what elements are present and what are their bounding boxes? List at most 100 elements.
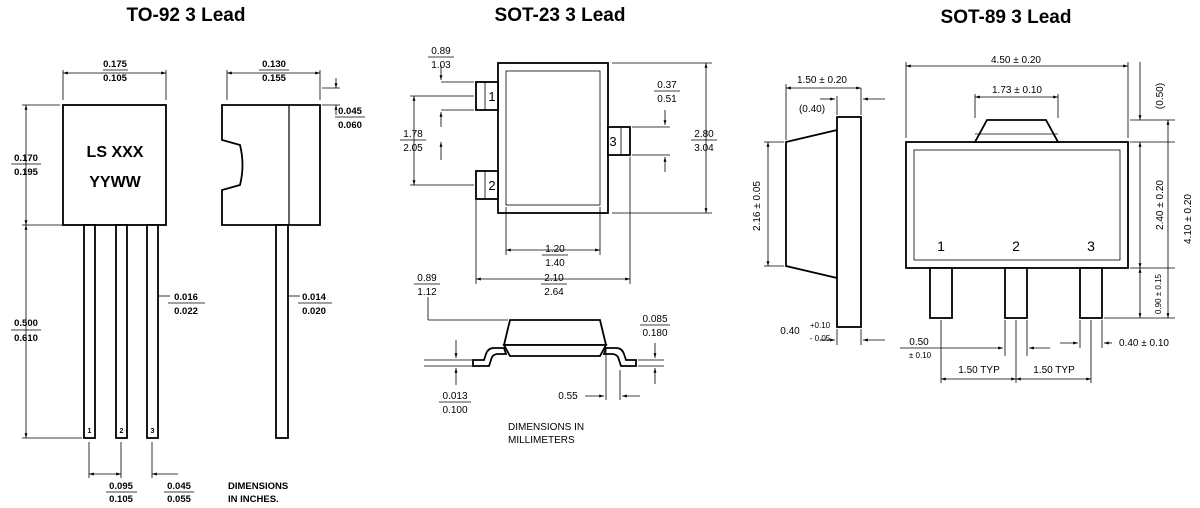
sot89-lead-len: 0.90 ± 0.15: [1154, 273, 1163, 314]
sot23-pad-3: [607, 126, 631, 156]
sot23-bodyw-top: 1.20: [545, 244, 565, 255]
sot89-leadw-tol: ± 0.10: [909, 351, 932, 360]
sot89-tab-w: 1.73 ± 0.10: [992, 85, 1042, 96]
sot89-lead3-w: 0.40 ± 0.10: [1119, 338, 1169, 349]
to92-sidelead-top: 0.014: [302, 292, 326, 303]
to92-leadw-top: 0.016: [174, 292, 198, 303]
to92-side-body: [221, 104, 321, 226]
sot23-lead3-top: 0.37: [657, 80, 677, 91]
sot89-side-h: 2.16 ± 0.05: [752, 181, 763, 231]
sot89-side-body: [785, 128, 838, 280]
sot89-body: [905, 141, 1129, 269]
sot23-sideh-top: 0.89: [417, 273, 437, 284]
sot23-pin-1-label: 1: [488, 89, 495, 104]
sot89-width: 4.50 ± 0.20: [991, 55, 1041, 66]
sot23-total-top: 2.10: [544, 273, 564, 284]
to92-units-1: DIMENSIONS: [228, 481, 288, 492]
sot23-pitch-top: 1.78: [403, 129, 423, 140]
sot23-top-view: 1 2 3 0.89 1.03 1.78 2.05 0.37 0.51 2.80: [400, 46, 717, 298]
sot23-pad-top: 0.89: [431, 46, 451, 57]
sot23-body: [497, 62, 609, 214]
sot23-units-1: DIMENSIONS IN: [508, 422, 584, 433]
to92-width-top: 0.175: [103, 59, 127, 70]
sot89-side-top: 1.50 ± 0.20: [797, 75, 847, 86]
sot23-standoff-top: 0.013: [442, 391, 467, 402]
sot89-total-h: 4.10 ± 0.20: [1183, 194, 1194, 244]
to92-front-view: LS XXX YYWW 1 2 3 0.175 0.105 0.170 0.19…: [11, 59, 288, 505]
to92-step-top: 0.045: [338, 106, 362, 117]
sot89-lead-2: [1004, 267, 1028, 319]
to92-marking-1: LS XXX: [87, 144, 144, 161]
title-sot23: SOT-23 3 Lead: [495, 5, 626, 26]
to92-height-bot: 0.195: [14, 167, 38, 178]
to92-leadw-bot: 0.022: [174, 306, 198, 317]
sot23-lead3-bot: 0.51: [657, 94, 677, 105]
sot23-side-view: 0.89 1.12 0.013 0.100 0.55 0.085 0.180 D…: [414, 273, 670, 446]
sot89-lead-3: [1079, 267, 1103, 319]
sot89-leadt-plus: +0.10: [810, 321, 831, 330]
to92-leadlen-bot: 0.610: [14, 333, 38, 344]
to92-pitch-top: 0.095: [109, 481, 133, 492]
sot89-front-view: 1 2 3 4.50 ± 0.20 1.73 ± 0.10 (0.50) 2.4…: [900, 55, 1194, 383]
to92-step-bot: 0.060: [338, 120, 362, 131]
to92-marking-2: YYWW: [89, 174, 141, 191]
sot23-side-body-top: [502, 319, 608, 346]
sot23-sideh-bot: 1.12: [417, 287, 437, 298]
to92-pin-3-label: 3: [151, 428, 155, 435]
sot89-pin-1-label: 1: [937, 238, 945, 254]
sot89-body-h: 2.40 ± 0.20: [1155, 180, 1166, 230]
to92-edge-top: 0.045: [167, 481, 191, 492]
sot89-side-tab: [836, 116, 862, 328]
sot89-pitch-1: 1.50 TYP: [958, 365, 1000, 376]
sot89-lead-1: [929, 267, 953, 319]
sot23-pitch-bot: 2.05: [403, 143, 423, 154]
sot89-side-ref: (0.40): [799, 104, 825, 115]
to92-leadlen-top: 0.500: [14, 318, 38, 329]
to92-lead-1: [83, 224, 96, 439]
sot23-pin-3-label: 3: [609, 134, 616, 149]
sot23-leadt-bot: 0.180: [642, 328, 667, 339]
to92-pin-1-label: 1: [88, 428, 92, 435]
sot89-ref-top: (0.50): [1155, 83, 1166, 109]
to92-height-top: 0.170: [14, 153, 38, 164]
sot23-leadt-top: 0.085: [642, 314, 667, 325]
to92-side-view: 0.130 0.155 0.045 0.060 0.014 0.020: [221, 59, 365, 439]
sot89-leadw-main: 0.50: [909, 337, 929, 348]
to92-width-bot: 0.105: [103, 73, 127, 84]
sot23-pad-2: [475, 170, 499, 200]
sot23-side-lead-right: [602, 347, 637, 367]
sot23-height-bot: 3.04: [694, 143, 714, 154]
to92-pin-2-label: 2: [120, 428, 124, 435]
to92-lead-3: [146, 224, 159, 439]
sot89-leadt-minus: - 0.05: [810, 334, 831, 343]
sot23-height-top: 2.80: [694, 129, 714, 140]
sot23-standoff-bot: 0.100: [442, 405, 467, 416]
sot23-pin-2-label: 2: [488, 178, 495, 193]
title-sot89: SOT-89 3 Lead: [941, 7, 1072, 28]
sot23-pad-bot: 1.03: [431, 60, 451, 71]
to92-edge-bot: 0.055: [167, 494, 191, 505]
sot23-side-body-bot: [502, 344, 608, 357]
sot89-pin-3-label: 3: [1087, 238, 1095, 254]
sot23-total-bot: 2.64: [544, 287, 564, 298]
sot23-bodyw-bot: 1.40: [545, 258, 565, 269]
sot23-pad-1: [475, 81, 499, 111]
to92-sidew-top: 0.130: [262, 59, 286, 70]
sot89-pitch-2: 1.50 TYP: [1033, 365, 1075, 376]
sot89-side-view: 1.50 ± 0.20 (0.40) 2.16 ± 0.05 0.40 +0.1…: [752, 75, 885, 345]
sot23-units-2: MILLIMETERS: [508, 435, 575, 446]
to92-units-2: IN INCHES.: [228, 494, 279, 505]
to92-sidelead-bot: 0.020: [302, 306, 326, 317]
to92-side-lead: [275, 224, 289, 439]
sot23-side-lead-left: [472, 347, 508, 367]
to92-lead-2: [115, 224, 128, 439]
to92-sidew-bot: 0.155: [262, 73, 286, 84]
sot89-leadt-main: 0.40: [780, 326, 800, 337]
to92-pitch-bot: 0.105: [109, 494, 133, 505]
title-to92: TO-92 3 Lead: [127, 5, 246, 26]
to92-body: [62, 104, 167, 226]
sot23-foot: 0.55: [558, 391, 578, 402]
sot89-pin-2-label: 2: [1012, 238, 1020, 254]
sot89-tab: [973, 119, 1060, 143]
